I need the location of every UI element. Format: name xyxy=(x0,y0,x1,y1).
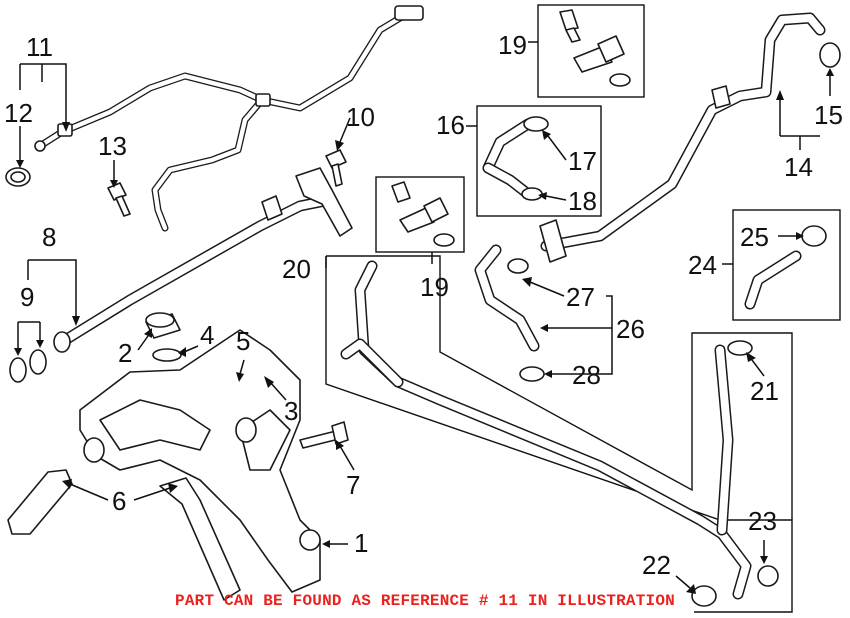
part-12-seal-ring xyxy=(5,167,31,187)
box-24 xyxy=(732,209,841,321)
part-1-housing xyxy=(79,329,321,593)
callout-25: 25 xyxy=(740,222,769,252)
part-26-hose xyxy=(474,244,545,382)
box-20 xyxy=(325,255,793,613)
callout-21: 21 xyxy=(750,376,779,406)
callout-7: 7 xyxy=(346,470,360,500)
callout-19-top: 19 xyxy=(498,30,527,60)
callout-3: 3 xyxy=(284,396,298,426)
callout-17: 17 xyxy=(568,146,597,176)
part-9-seal-rings xyxy=(9,349,47,383)
part-2-cap xyxy=(145,312,181,339)
callout-13: 13 xyxy=(98,131,127,161)
part-14-pipe xyxy=(539,12,826,263)
callout-9: 9 xyxy=(20,282,34,312)
part-4-seal xyxy=(152,348,182,362)
callout-labels: 11 12 13 10 8 9 2 4 5 3 7 6 1 19 16 17 1… xyxy=(4,30,843,580)
callout-11: 11 xyxy=(26,32,53,62)
callout-20: 20 xyxy=(282,254,311,284)
callout-27: 27 xyxy=(566,282,595,312)
callout-8: 8 xyxy=(42,222,56,252)
box-19-middle xyxy=(375,176,465,253)
callout-4: 4 xyxy=(200,320,214,350)
callout-18: 18 xyxy=(568,186,597,216)
part-6-gaskets xyxy=(7,469,241,601)
callout-22: 22 xyxy=(642,550,671,580)
part-15-seal xyxy=(819,42,841,68)
callout-10: 10 xyxy=(346,102,375,132)
callout-28: 28 xyxy=(572,360,601,390)
part-13-bolt xyxy=(107,182,131,217)
part-11-coolant-line xyxy=(34,5,424,232)
box-19-top xyxy=(537,4,645,98)
callout-12: 12 xyxy=(4,98,33,128)
part-10-bolt xyxy=(325,149,347,187)
callout-5: 5 xyxy=(236,326,250,356)
callout-15: 15 xyxy=(814,100,843,130)
callout-23: 23 xyxy=(748,506,777,536)
leader-lines xyxy=(14,41,834,594)
callout-19-middle: 19 xyxy=(420,272,449,302)
part-7-bolt xyxy=(299,421,349,449)
callout-16: 16 xyxy=(436,110,465,140)
callout-14: 14 xyxy=(784,152,813,182)
callout-24: 24 xyxy=(688,250,717,280)
reference-notice: PART CAN BE FOUND AS REFERENCE # 11 IN I… xyxy=(175,592,675,610)
box-16 xyxy=(476,105,602,217)
callout-2: 2 xyxy=(118,338,132,368)
callout-26: 26 xyxy=(616,314,645,344)
callout-1: 1 xyxy=(354,528,368,558)
callout-6: 6 xyxy=(112,486,126,516)
part-8-pipe xyxy=(53,167,353,353)
